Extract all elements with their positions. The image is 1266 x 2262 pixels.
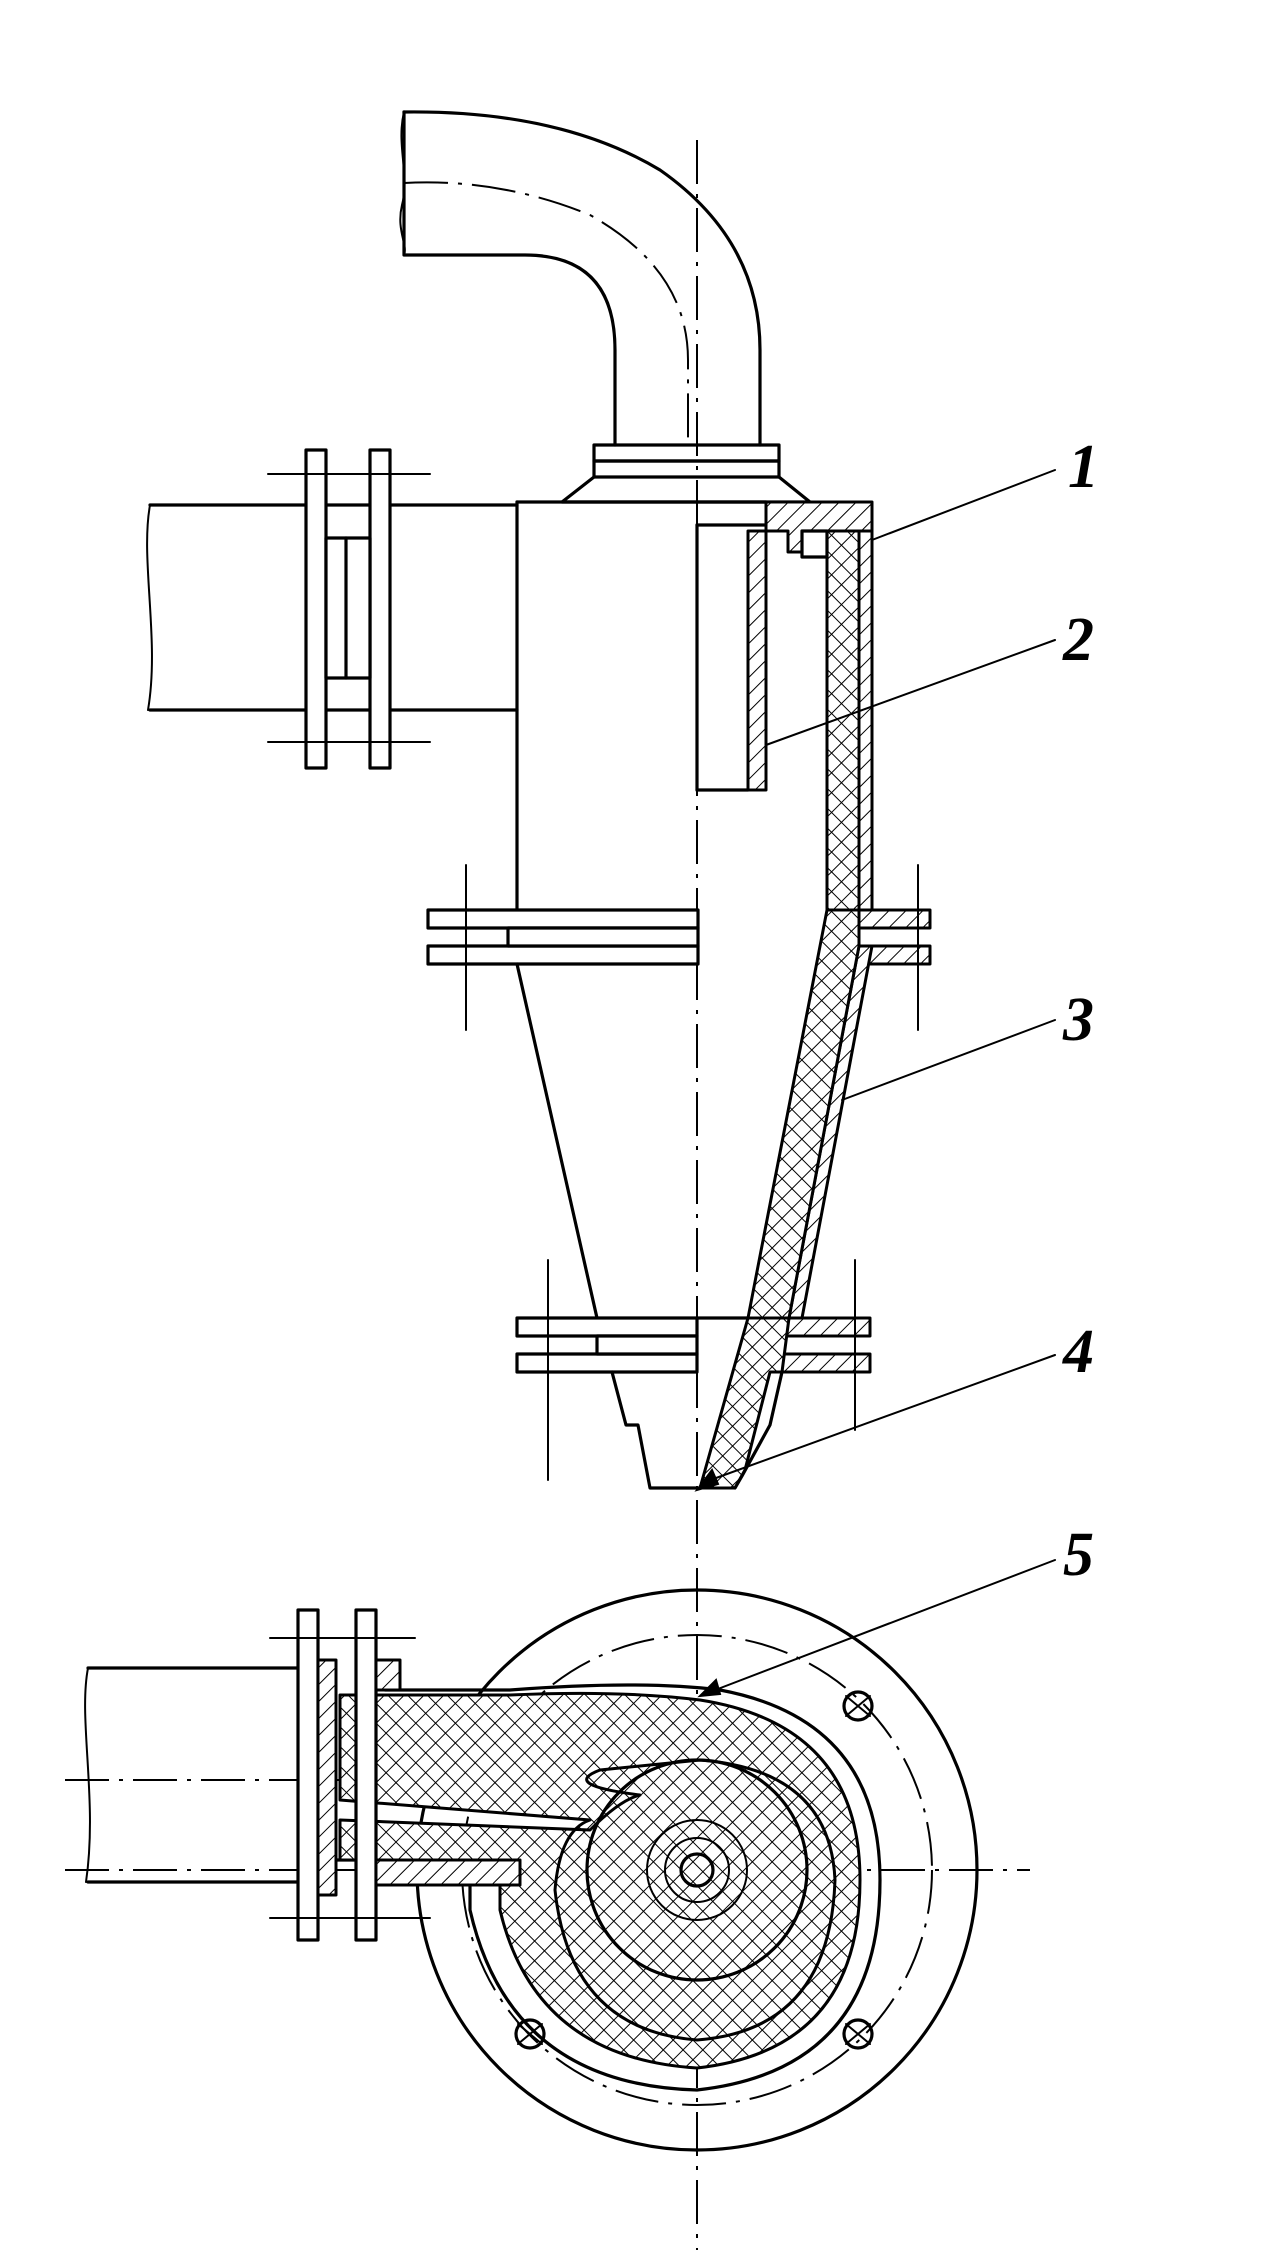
cyclone-bore-circle [585, 1758, 809, 1982]
plan-flange-right [354, 1608, 378, 1942]
inlet-flange-left [304, 448, 328, 770]
callout-2: 2 [1062, 606, 1094, 674]
leader-4 [704, 1354, 1056, 1483]
overflow-elbow-pipe [399, 110, 762, 447]
middle-flange [426, 864, 932, 1031]
callout-labels: 1 2 3 4 5 [1062, 433, 1099, 1589]
inlet-pipe-plan [84, 1608, 522, 1942]
housing-wall-1 [857, 529, 874, 912]
top-fitting [560, 443, 812, 504]
elevation-view [146, 110, 932, 2250]
leader-1 [871, 469, 1056, 541]
overflow-circle [679, 1852, 715, 1888]
volute-casing [333, 1683, 882, 2092]
inlet-gasket [324, 536, 372, 680]
leader-5 [709, 1559, 1056, 1693]
inlet-flange-right [368, 448, 392, 770]
bolt-holes [514, 1690, 874, 2050]
plan-view [65, 1588, 1030, 2152]
callout-4: 4 [1062, 1318, 1094, 1386]
leader-3 [841, 1019, 1056, 1101]
lower-flange [515, 1259, 872, 1481]
cylinder-body [515, 500, 699, 912]
cone-liner [746, 908, 861, 1320]
inlet-pipe-elevation [146, 448, 519, 770]
cylinder-section-right [695, 500, 874, 912]
apex-nozzle-4 [610, 1316, 791, 1490]
leader-lines [694, 469, 1056, 1698]
callout-1: 1 [1068, 433, 1099, 501]
leader-2 [765, 639, 1056, 746]
callout-3: 3 [1062, 986, 1094, 1054]
callout-5: 5 [1063, 1521, 1094, 1589]
cone-body [515, 908, 874, 1320]
vortex-finder-2 [746, 529, 768, 792]
plan-flange-left [296, 1608, 320, 1942]
